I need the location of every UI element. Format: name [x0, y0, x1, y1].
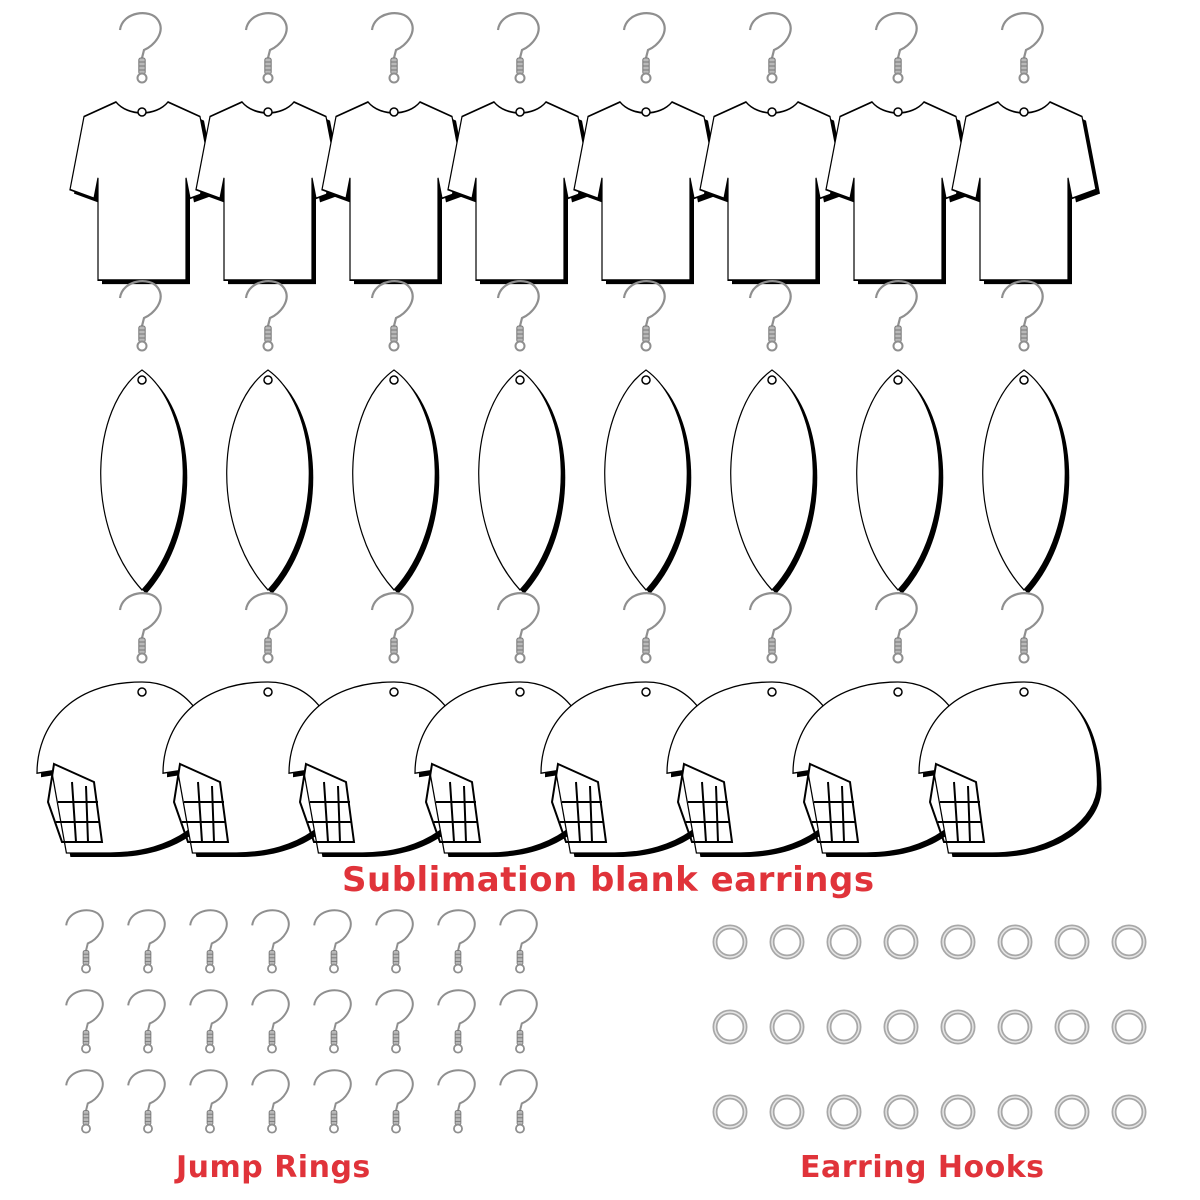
earring-hook: [375, 989, 414, 1054]
jump-rings-group: [715, 927, 1144, 1127]
football-earring: [226, 280, 314, 594]
jump-ring: [1057, 1097, 1087, 1127]
caption-sublimation-blank-earrings: Sublimation blank earrings: [342, 860, 875, 900]
football-earring: [352, 280, 440, 594]
t-shirt-earring: [699, 12, 848, 285]
caption-jump-rings: Jump Rings: [176, 1150, 371, 1185]
caption-earring-hooks: Earring Hooks: [800, 1150, 1045, 1185]
earring-hook: [251, 989, 290, 1054]
earring-hook: [499, 1069, 538, 1134]
football-earring: [982, 280, 1070, 594]
earring-hook: [437, 909, 476, 974]
jump-ring: [1114, 1012, 1144, 1042]
jump-ring: [1000, 927, 1030, 957]
earring-hook: [127, 989, 166, 1054]
earring-hook: [499, 909, 538, 974]
jump-ring: [1057, 927, 1087, 957]
t-shirt-earring: [321, 12, 470, 285]
jump-ring: [1000, 1097, 1030, 1127]
jump-ring: [829, 1097, 859, 1127]
earring-hooks-group: [65, 909, 538, 1134]
jump-ring: [1114, 1097, 1144, 1127]
jump-ring: [943, 1012, 973, 1042]
earring-hook: [313, 1069, 352, 1134]
jump-ring: [772, 1097, 802, 1127]
jump-ring: [715, 927, 745, 957]
earring-hook: [189, 989, 228, 1054]
football-helmet-earring: [288, 592, 472, 857]
jump-ring: [715, 1097, 745, 1127]
earring-hook: [499, 989, 538, 1054]
football-helmet-earring: [666, 592, 850, 857]
jump-ring: [886, 1097, 916, 1127]
jump-ring: [943, 1097, 973, 1127]
earring-hook: [251, 909, 290, 974]
earring-hook: [189, 909, 228, 974]
football-helmet-earring: [918, 592, 1102, 857]
jump-ring: [829, 1012, 859, 1042]
football-earring: [100, 280, 188, 594]
jump-ring: [886, 927, 916, 957]
jump-ring: [1114, 927, 1144, 957]
t-shirt-earring: [825, 12, 974, 285]
earring-hook: [127, 1069, 166, 1134]
t-shirt-earring: [951, 12, 1100, 285]
earring-hook: [189, 1069, 228, 1134]
football-helmet-earring: [36, 592, 220, 857]
earring-hook: [313, 909, 352, 974]
jump-ring: [772, 927, 802, 957]
jump-ring: [1057, 1012, 1087, 1042]
football-helmet-earring: [414, 592, 598, 857]
t-shirt-earring: [195, 12, 344, 285]
earring-hook: [65, 989, 104, 1054]
football-earring: [730, 280, 818, 594]
earring-hook: [65, 909, 104, 974]
jump-ring: [772, 1012, 802, 1042]
football-earring: [478, 280, 566, 594]
earring-blanks: [36, 12, 1102, 857]
t-shirt-earring: [573, 12, 722, 285]
jump-ring: [829, 927, 859, 957]
earring-hook: [251, 1069, 290, 1134]
jump-ring: [886, 1012, 916, 1042]
earring-hook: [375, 1069, 414, 1134]
football-helmet-earring: [792, 592, 976, 857]
earring-hook: [375, 909, 414, 974]
earring-hook: [437, 989, 476, 1054]
jump-ring: [1000, 1012, 1030, 1042]
football-earring: [604, 280, 692, 594]
t-shirt-earring: [69, 12, 218, 285]
football-helmet-earring: [162, 592, 346, 857]
earring-hook: [127, 909, 166, 974]
jump-ring: [715, 1012, 745, 1042]
jump-ring: [943, 927, 973, 957]
earring-hook: [65, 1069, 104, 1134]
football-helmet-earring: [540, 592, 724, 857]
earring-hook: [437, 1069, 476, 1134]
football-earring: [856, 280, 944, 594]
earring-hook: [313, 989, 352, 1054]
t-shirt-earring: [447, 12, 596, 285]
